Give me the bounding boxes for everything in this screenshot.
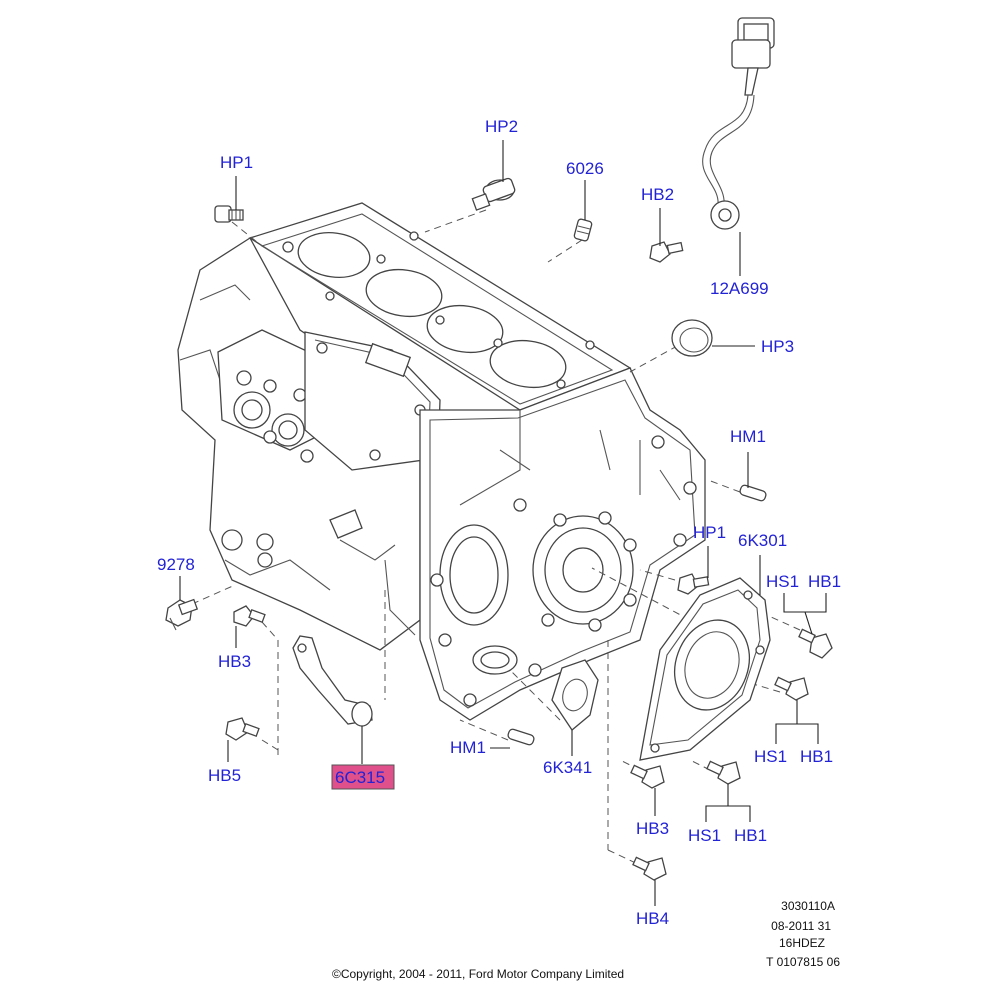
callout-labels: HP1 HP2 6026 HB2 12A699 HP3 HM1 HP1 6K30… [157,117,841,928]
callout-hp3[interactable]: HP3 [761,337,794,356]
drawing-engine-code: 16HDEZ [779,936,825,950]
callout-12a699[interactable]: 12A699 [710,279,769,298]
bolt-hb2 [649,241,684,263]
bolt-hb4 [632,856,667,881]
drawing-number: 3030110A [781,899,835,913]
plug-hp2 [471,177,516,211]
drawing-date: 08-2011 31 [771,919,831,933]
callout-hb2[interactable]: HB2 [641,185,674,204]
callout-hb1-mid[interactable]: HB1 [800,747,833,766]
callout-hb3-left[interactable]: HB3 [218,652,251,671]
drawing-info: 3030110A 08-2011 31 16HDEZ T 0107815 06 [766,899,840,969]
copyright-notice: ©Copyright, 2004 - 2011, Ford Motor Comp… [332,967,624,981]
highlight-box-6c315 [331,764,395,790]
leader-lines [179,140,827,906]
callout-hb3-bottom[interactable]: HB3 [636,819,669,838]
bolt-hb1-upper [798,628,833,659]
callout-hs1-mid[interactable]: HS1 [754,747,787,766]
sender-9278 [165,598,199,631]
bolt-hb1-lower [706,760,741,785]
sensor-6c315 [292,635,373,727]
stud-6026 [573,218,593,242]
callout-9278[interactable]: 9278 [157,555,195,574]
callout-hm1-left[interactable]: HM1 [450,738,486,757]
plug-hp1-top [214,205,244,223]
seal-carrier-6k301 [639,577,771,761]
callout-hm1-right[interactable]: HM1 [730,427,766,446]
callout-hb1-lower[interactable]: HB1 [734,826,767,845]
callout-hb5[interactable]: HB5 [208,766,241,785]
callout-hs1-lower[interactable]: HS1 [688,826,721,845]
drawing-reference: T 0107815 06 [766,955,840,969]
bolt-hb3-left [233,605,266,627]
knock-sensor-12a699 [702,17,775,230]
component-parts [165,17,833,881]
callout-6k341[interactable]: 6K341 [543,758,592,777]
callout-6c315[interactable]: 6C315 [335,768,385,787]
callout-6026[interactable]: 6026 [566,159,604,178]
plug-hp1-right [677,573,710,595]
engine-block [177,202,706,721]
callout-hp1-right[interactable]: HP1 [693,523,726,542]
bolt-hb5 [225,717,260,741]
plug-hp3 [671,319,713,357]
callout-hp2[interactable]: HP2 [485,117,518,136]
dowel-hm1-right [739,484,767,502]
callout-hp1-top[interactable]: HP1 [220,153,253,172]
callout-hs1-upper[interactable]: HS1 [766,572,799,591]
callout-hb1-upper[interactable]: HB1 [808,572,841,591]
bolt-hb3-bottom [630,764,665,789]
callout-hb4[interactable]: HB4 [636,909,669,928]
dowel-hm1-left [507,728,535,746]
bolt-hb1-mid [774,676,809,701]
callout-6k301[interactable]: 6K301 [738,531,787,550]
